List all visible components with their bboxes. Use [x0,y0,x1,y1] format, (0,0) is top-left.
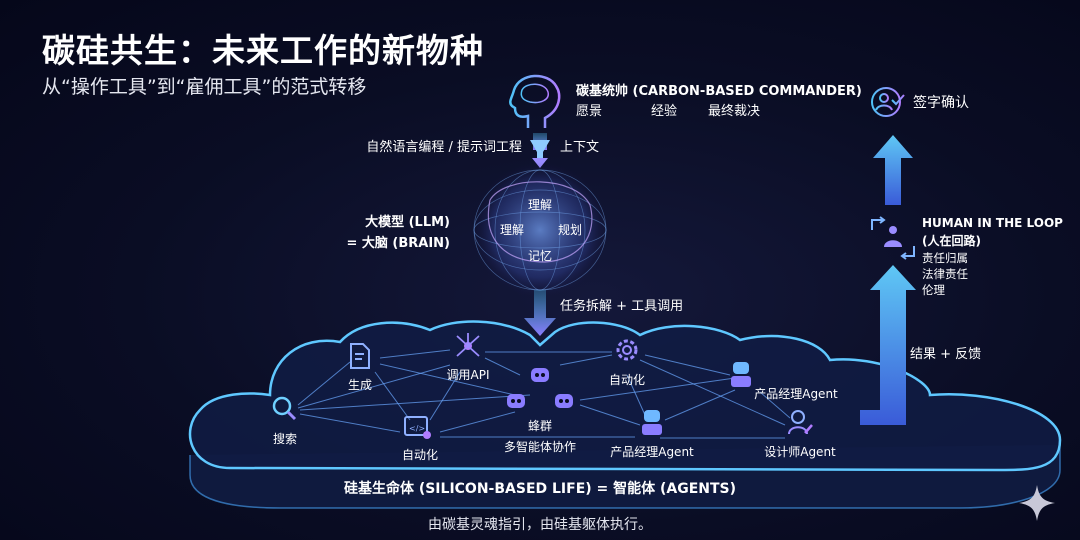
sparkle-icon [1019,485,1055,521]
prompt-label: 自然语言编程 / 提示词工程 [366,140,522,155]
node-label-generate: 生成 [347,378,373,392]
cloud-caption: 硅基生命体 (SILICON-BASED LIFE) = 智能体 (AGENTS… [343,481,737,497]
api-network-icon [453,332,483,364]
llm-label: 大模型 (LLM) [365,215,450,230]
node-label-automation: 自动化 [401,448,439,462]
context-label: 上下文 [560,140,600,155]
sign-off-label: 签字确认 [913,95,969,111]
robot-icon [505,390,527,414]
node-label-pm-agent-2: 产品经理Agent [754,387,838,401]
robot-agent-icon [640,408,664,440]
commander-item: 经验 [651,104,678,119]
hitl-item: 责任归属 [922,251,968,265]
sign-confirm-icon [871,87,905,117]
gear-icon [614,337,640,367]
funnel-icon [530,140,550,160]
hitl-title: HUMAN IN THE LOOP [922,216,1063,230]
feedback-label: 结果 + 反馈 [910,347,982,362]
brain-word: 理解 [499,223,525,237]
node-label-search: 搜索 [272,432,298,446]
brain-word: 规划 [557,223,583,237]
brain-word: 理解 [527,198,553,212]
designer-icon [787,409,813,439]
commander-item: 最终裁决 [708,104,761,119]
node-label-designer-agent: 设计师Agent [764,445,836,459]
node-label-multi-agent: 多智能体协作 [503,440,577,454]
agents-cloud [188,320,1062,509]
hitl-item: 伦理 [922,283,945,297]
task-label: 任务拆解 + 工具调用 [560,299,684,314]
robot-icon [553,390,575,414]
document-edit-icon [349,343,371,373]
hitl-subtitle: (人在回路) [922,234,981,248]
sign-arrow [873,135,913,205]
node-label-pm-agent: 产品经理Agent [610,445,694,459]
human-in-loop-icon [871,216,915,260]
node-label-swarm: 蜂群 [527,419,553,433]
search-icon [271,395,297,425]
node-label-api: 调用API [446,368,490,382]
robot-agent-icon [729,360,753,392]
footer-caption: 由碳基灵魂指引，由硅基躯体执行。 [428,517,652,533]
code-gear-icon: </> [404,416,432,444]
llm-brain-label: = 大脑 (BRAIN) [346,236,450,251]
head-brain-icon [509,74,561,128]
llm-brain-sphere [472,162,608,298]
commander-title: 碳基统帅 (CARBON-BASED COMMANDER) [576,84,862,99]
node-label-automation-2: 自动化 [608,373,646,387]
network-links [297,349,791,439]
robot-icon [529,364,551,388]
feedback-arrow [860,265,916,425]
down-arrow [524,290,556,336]
page-subtitle: 从“操作工具”到“雇佣工具”的范式转移 [42,76,367,98]
commander-item: 愿景 [576,104,603,119]
page-title: 碳硅共生：未来工作的新物种 [42,31,484,70]
hitl-item: 法律责任 [922,267,968,281]
svg-text:</>: </> [409,424,425,433]
brain-word: 记忆 [527,249,553,263]
